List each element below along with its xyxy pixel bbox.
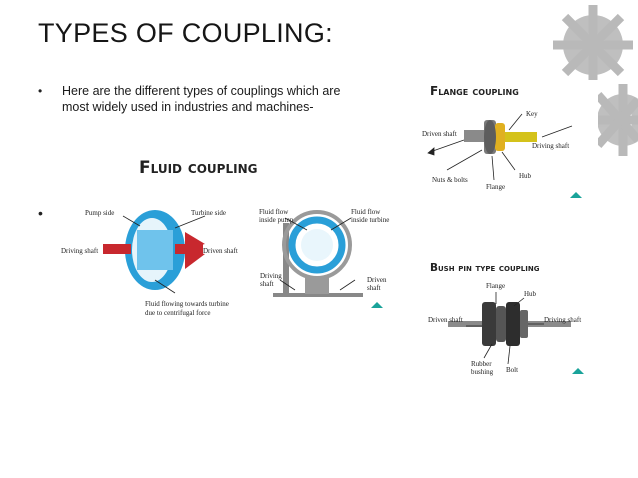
label-fluid-flow-pump-2: inside pump [259, 216, 294, 224]
label-turbine-side: Turbine side [191, 209, 226, 217]
label-fluid-flow-turbine-2: inside turbine [351, 216, 390, 224]
label-driven-shaft: Driven shaft [428, 316, 463, 324]
label-driving-shaft-right-2: shaft [260, 280, 274, 288]
slide-title: TYPES OF COUPLING: [38, 18, 333, 48]
label-flange: Flange [486, 282, 506, 290]
fluid-coupling-figure: Fluid coupling Pump side Turbine side D [55, 148, 398, 333]
second-bullet-marker: • [38, 205, 43, 221]
label-driving-shaft: Driving shaft [532, 142, 570, 150]
bush-pin-coupling-diagram-icon [448, 292, 584, 374]
bullet-marker: • [38, 84, 43, 98]
label-driving-shaft: Driving shaft [544, 316, 582, 324]
label-driven-shaft: Driven shaft [203, 247, 238, 255]
label-hub: Hub [519, 172, 532, 180]
label-fluid-flowing-2: due to centrifugal force [145, 309, 211, 317]
fluid-coupling-diagram-icon [103, 210, 383, 308]
label-flange: Flange [486, 183, 506, 191]
label-driven-shaft-right-1: Driven [367, 276, 387, 284]
label-nuts-bolts: Nuts & bolts [432, 176, 468, 184]
label-driving-shaft: Driving shaft [61, 247, 99, 255]
label-fluid-flow-turbine-1: Fluid flow [351, 208, 381, 216]
label-rubber-1: Rubber [471, 360, 492, 368]
label-key: Key [526, 110, 538, 118]
label-driving-shaft-right-1: Driving [260, 272, 282, 280]
label-pump-side: Pump side [85, 209, 115, 217]
fluid-coupling-title: Fluid coupling [139, 158, 258, 178]
label-fluid-flow-pump-1: Fluid flow [259, 208, 289, 216]
flange-coupling-diagram-icon [427, 113, 582, 198]
flange-coupling-title: Flange coupling [430, 84, 519, 98]
bush-pin-coupling-figure: Bush pin type coupling Flange Hub Driven… [426, 258, 602, 382]
label-rubber-2: bushing [471, 368, 494, 376]
label-hub: Hub [524, 290, 537, 298]
bush-pin-coupling-title: Bush pin type coupling [430, 262, 540, 274]
label-bolt: Bolt [506, 366, 519, 374]
flange-coupling-figure: Flange coupling Key Driven shaft Driving… [402, 80, 598, 204]
label-driven-shaft: Driven shaft [422, 130, 457, 138]
bullet-text: Here are the different types of coupling… [62, 84, 341, 114]
label-driven-shaft-right-2: shaft [367, 284, 381, 292]
gears-decoration-icon [544, 5, 638, 156]
label-fluid-flowing-1: Fluid flowing towards turbine [145, 300, 229, 308]
